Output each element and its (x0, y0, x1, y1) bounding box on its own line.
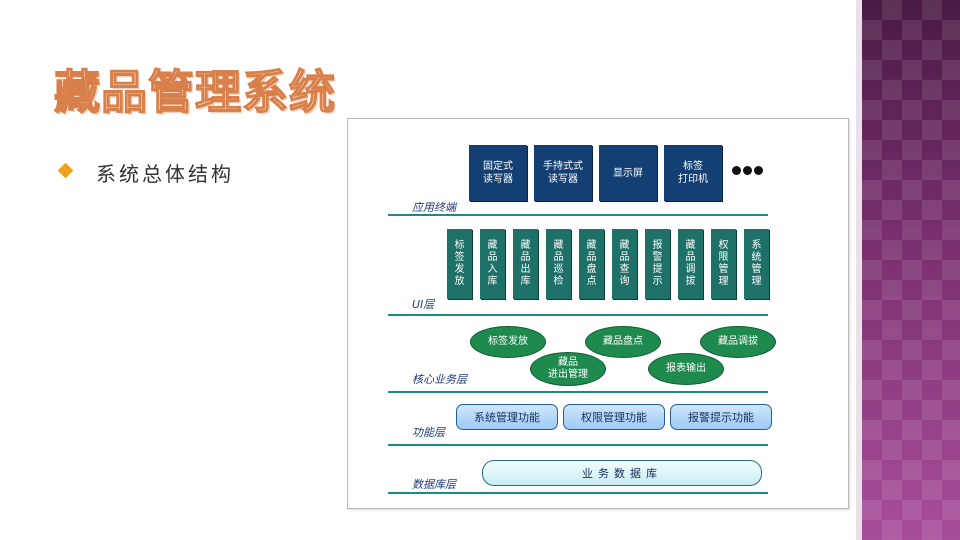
ui-module: 标 签 发 放 (447, 229, 472, 299)
business-ellipse: 报表输出 (648, 353, 724, 385)
terminal-handheld-reader: 手持式式 读写器 (534, 145, 592, 201)
ui-module: 报 警 提 示 (645, 229, 670, 299)
business-ellipse: 藏品盘点 (585, 326, 661, 358)
business-ellipse: 藏品调拔 (700, 326, 776, 358)
ui-module: 系 统 管 理 (744, 229, 769, 299)
dot-icon (732, 166, 741, 175)
ui-module: 藏 品 出 库 (513, 229, 538, 299)
function-box: 系统管理功能 (456, 404, 558, 430)
database-box: 业务数据库 (482, 460, 762, 486)
layer-label-function: 功能层 (412, 426, 445, 439)
layer-label-terminal: 应用终端 (412, 201, 456, 214)
layer-divider (388, 314, 768, 316)
bullet-text: 系统总体结构 (96, 162, 234, 186)
ui-module: 藏 品 调 拔 (678, 229, 703, 299)
terminal-display: 显示屏 (599, 145, 657, 201)
diamond-pattern (862, 0, 960, 540)
ui-module: 藏 品 盘 点 (579, 229, 604, 299)
ui-module: 权 限 管 理 (711, 229, 736, 299)
layer-label-business: 核心业务层 (412, 373, 467, 386)
business-ellipse: 藏品 进出管理 (530, 352, 606, 386)
ui-module: 藏 品 查 询 (612, 229, 637, 299)
layer-label-database: 数据库层 (412, 478, 456, 491)
function-box: 权限管理功能 (563, 404, 665, 430)
business-ellipse: 标签发放 (470, 326, 546, 358)
architecture-diagram: 固定式 读写器 手持式式 读写器 显示屏 标签 打印机 应用终端 标 签 发 放… (347, 118, 849, 509)
layer-divider (388, 444, 768, 446)
layer-divider (388, 391, 768, 393)
ui-module: 藏 品 入 库 (480, 229, 505, 299)
decorative-side-band (856, 0, 960, 540)
ui-module: 藏 品 巡 检 (546, 229, 571, 299)
terminal-fixed-reader: 固定式 读写器 (469, 145, 527, 201)
layer-divider (388, 492, 768, 494)
page-title: 藏品管理系统 (53, 64, 336, 120)
terminal-label-printer: 标签 打印机 (664, 145, 722, 201)
dot-icon (743, 166, 752, 175)
diamond-bullet-icon (57, 162, 74, 179)
side-band-edge (856, 0, 862, 540)
dot-icon (754, 166, 763, 175)
layer-label-ui: UI层 (412, 298, 435, 311)
layer-divider (388, 214, 768, 216)
more-ellipsis-icon (732, 166, 763, 175)
function-box: 报警提示功能 (670, 404, 772, 430)
